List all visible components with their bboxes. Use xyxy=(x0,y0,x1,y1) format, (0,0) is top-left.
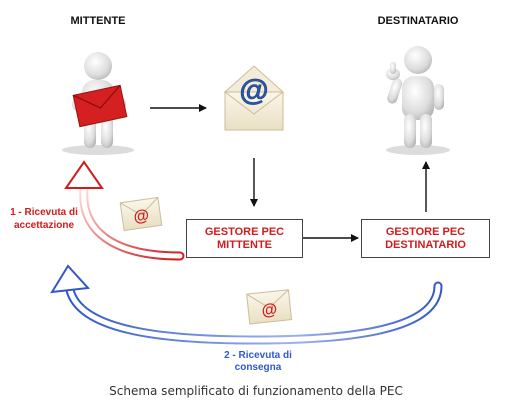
sender-manager-line2: MITTENTE xyxy=(217,238,272,251)
person-with-envelope-icon xyxy=(62,52,134,155)
person-thumbs-up-icon xyxy=(386,46,450,155)
sender-header: MITTENTE xyxy=(71,15,126,27)
recipient-manager-box: GESTORE PEC DESTINATARIO xyxy=(361,219,490,258)
delivery-at-symbol: @ xyxy=(261,301,278,320)
sender-manager-box: GESTORE PEC MITTENTE xyxy=(186,219,303,258)
delivery-receipt-label-line2: consegna xyxy=(235,362,282,373)
delivery-envelope-icon: @ xyxy=(246,289,293,325)
delivery-receipt-arrow xyxy=(50,264,443,345)
at-symbol: @ xyxy=(239,74,268,107)
acceptance-envelope-icon: @ xyxy=(119,196,163,232)
sender-manager-line1: GESTORE PEC xyxy=(204,225,285,238)
email-envelope-icon: @ xyxy=(223,65,285,131)
recipient-header: DESTINATARIO xyxy=(378,15,459,27)
acceptance-receipt-arrow xyxy=(64,160,185,261)
acceptance-receipt-label-line2: accettazione xyxy=(14,220,74,231)
recipient-manager-line2: DESTINATARIO xyxy=(385,238,466,251)
acceptance-receipt-label-line1: 1 - Ricevuta di xyxy=(10,207,78,218)
recipient-manager-line1: GESTORE PEC xyxy=(385,225,466,238)
acceptance-at-symbol: @ xyxy=(132,207,150,226)
diagram-caption: Schema semplificato di funzionamento del… xyxy=(109,384,403,398)
delivery-receipt-label-line1: 2 - Ricevuta di xyxy=(224,350,292,361)
